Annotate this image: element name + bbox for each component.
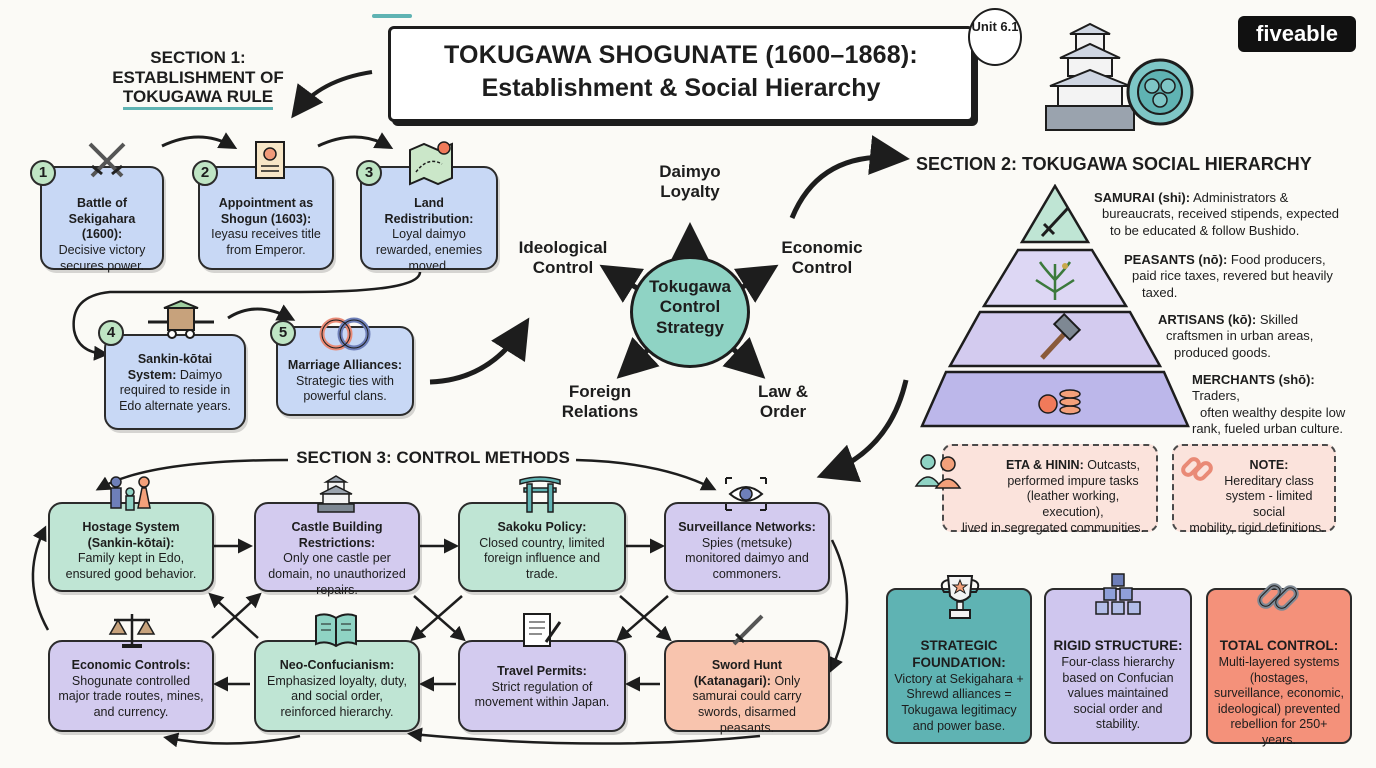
- method-surveillance-networks[interactable]: Surveillance Networks: Spies (metsuke) m…: [664, 502, 830, 592]
- coins-icon: [1038, 389, 1081, 415]
- unit-badge: Unit 6.1: [968, 8, 1022, 66]
- method-travel-permits[interactable]: Travel Permits: Strict regulation of mov…: [458, 640, 626, 732]
- fiveable-logo[interactable]: fiveable: [1238, 16, 1356, 52]
- family-icon: [110, 476, 151, 511]
- step-number-4: 4: [98, 320, 124, 346]
- method-hostage-system[interactable]: Hostage System (Sankin-kōtai): Family ke…: [48, 502, 214, 592]
- step-number-3: 3: [356, 160, 382, 186]
- title-line-1: TOKUGAWA SHOGUNATE (1600–1868):: [444, 41, 918, 69]
- book-icon: [315, 613, 357, 648]
- chain-icon: [1257, 583, 1299, 611]
- step-card-marriage-alliances[interactable]: Marriage Alliances: Strategic ties with …: [276, 326, 414, 416]
- strategy-center-circle: Tokugawa Control Strategy: [630, 256, 750, 368]
- step-card-battle-of-sekigahara[interactable]: Battle of Sekigahara (1600): Decisive vi…: [40, 166, 164, 273]
- trophy-icon: [940, 575, 980, 619]
- stacked-blocks-icon: [1095, 573, 1141, 615]
- palanquin-icon: [148, 300, 214, 339]
- method-economic-controls[interactable]: Economic Controls: Shogunate controlled …: [48, 640, 214, 732]
- title-accent-line: [372, 14, 412, 18]
- castle-illustration-icon: [1045, 22, 1194, 131]
- step-card-sankin-kotai-system[interactable]: Sankin-kōtai System: Daimyo required to …: [104, 334, 246, 430]
- crossed-swords-icon: [88, 142, 126, 178]
- katana-icon: [1040, 206, 1070, 238]
- step-number-5: 5: [270, 320, 296, 346]
- tier-peasants: PEASANTS (nō): Food producers, paid rice…: [1124, 252, 1333, 300]
- step-card-appointment-as-shogun[interactable]: Appointment as Shogun (1603): Ieyasu rec…: [198, 166, 334, 270]
- title-line-2: Establishment & Social Hierarchy: [481, 74, 881, 102]
- method-castle-building-restrictions[interactable]: Castle Building Restrictions: Only one c…: [254, 502, 420, 597]
- step-number-1: 1: [30, 160, 56, 186]
- document-icon: [523, 613, 562, 647]
- outcasts-box: ETA & HININ: Outcasts, performed impure …: [942, 444, 1158, 535]
- summary-total-control: TOTAL CONTROL: Multi-layered systems (ho…: [1206, 588, 1352, 747]
- method-sakoku-policy[interactable]: Sakoku Policy: Closed country, limited f…: [458, 502, 626, 592]
- castle-icon: [317, 475, 355, 513]
- step-card-land-redistribution[interactable]: Land Redistribution: Loyal daimyo reward…: [360, 166, 498, 273]
- people-icon: [914, 454, 962, 489]
- section3-heading: SECTION 3: CONTROL METHODS: [296, 448, 570, 467]
- rings-icon: [319, 317, 371, 351]
- hierarchy-pyramid: [920, 184, 1190, 428]
- section1-heading: SECTION 1: ESTABLISHMENT OF TOKUGAWA RUL…: [88, 48, 308, 110]
- method-neo-confucianism[interactable]: Neo-Confucianism: Emphasized loyalty, du…: [254, 640, 420, 732]
- method-sword-hunt[interactable]: Sword Hunt (Katanagari): Only samurai co…: [664, 640, 830, 735]
- tier-samurai: SAMURAI (shi): Administrators & bureaucr…: [1094, 190, 1340, 238]
- section2-heading: SECTION 2: TOKUGAWA SOCIAL HIERARCHY: [916, 154, 1312, 174]
- rice-plant-icon: [1035, 261, 1075, 300]
- sword-icon: [732, 614, 764, 646]
- tier-merchants: MERCHANTS (shō): Traders, often wealthy …: [1192, 372, 1346, 436]
- scroll-icon: [255, 141, 285, 179]
- hammer-icon: [1040, 312, 1082, 360]
- summary-rigid-structure: RIGID STRUCTURE: Four-class hierarchy ba…: [1044, 588, 1192, 744]
- step-number-2: 2: [192, 160, 218, 186]
- torii-gate-icon: [519, 476, 561, 513]
- title-box: TOKUGAWA SHOGUNATE (1600–1868): Establis…: [388, 26, 974, 122]
- eye-icon: [725, 477, 767, 511]
- chain-link-icon: [1181, 457, 1213, 481]
- spoke-law-and-order: Law &Order: [757, 382, 809, 421]
- tier-artisans: ARTISANS (kō): Skilled craftsmen in urba…: [1158, 312, 1314, 360]
- map-icon: [409, 141, 453, 186]
- scales-icon: [108, 614, 156, 648]
- note-box: NOTE: Hereditary class system - limited …: [1172, 444, 1336, 535]
